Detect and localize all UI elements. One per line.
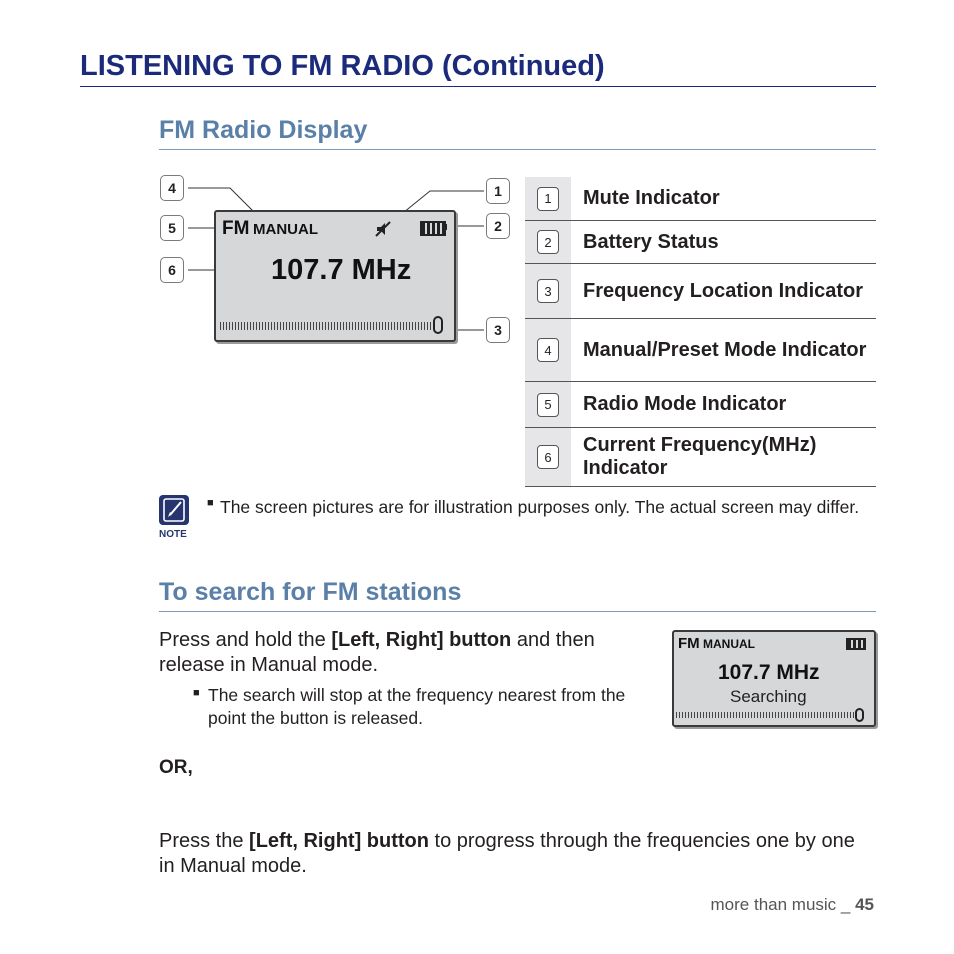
section-rule <box>159 149 876 150</box>
searching-status: Searching <box>730 687 807 706</box>
legend-label: Current Frequency(MHz) Indicator <box>583 434 817 479</box>
instruction-search: Press and hold the [Left, Right] button … <box>159 628 659 678</box>
legend-row: 6 Current Frequency(MHz) Indicator <box>525 428 876 487</box>
legend-label: Mute Indicator <box>583 187 720 209</box>
callout-2: 2 <box>486 213 510 239</box>
frequency-scale <box>220 322 432 330</box>
radio-mode-indicator: FM <box>678 635 700 652</box>
title-rule <box>80 86 876 87</box>
bullet-icon: ■ <box>193 687 200 699</box>
instruction-text: Press and hold the <box>159 629 332 651</box>
instruction-text: to progress through the frequencies one … <box>159 830 855 877</box>
current-frequency: 107.7 MHz <box>271 254 412 286</box>
legend-label: Battery Status <box>583 230 719 253</box>
legend-label: Radio Mode Indicator <box>583 393 787 415</box>
footer-text: more than music _ <box>710 895 856 914</box>
button-reference: [Left, Right] button <box>249 830 429 852</box>
legend-number: 1 <box>537 186 559 211</box>
section-heading-fm-radio-display: FM Radio Display <box>159 116 368 144</box>
frequency-scale <box>676 712 854 718</box>
manual-mode-indicator: MANUAL <box>703 637 755 651</box>
legend-label: Manual/Preset Mode Indicator <box>583 338 867 361</box>
legend-row: 4 Manual/Preset Mode Indicator <box>525 319 876 382</box>
instruction-step: Press the [Left, Right] button to progre… <box>159 829 874 879</box>
page-title: LISTENING TO FM RADIO (Continued) <box>80 50 605 82</box>
callout-3: 3 <box>486 317 510 343</box>
legend-table: 1 Mute Indicator 2 Battery Status 3 Freq… <box>525 177 876 487</box>
button-reference: [Left, Right] button <box>331 629 512 651</box>
battery-tip <box>864 640 866 645</box>
frequency-location-marker <box>433 316 443 334</box>
callout-6: 6 <box>160 257 184 283</box>
note-text: The screen pictures are for illustration… <box>220 497 860 517</box>
legend-row: 1 Mute Indicator <box>525 177 876 221</box>
legend-label: Frequency Location Indicator <box>583 279 864 302</box>
fm-radio-screen: FM MANUAL 107.7 MHz <box>214 210 456 342</box>
page-footer: more than music _ 45 <box>711 895 874 915</box>
instruction-text: Press the <box>159 830 250 852</box>
or-label: OR, <box>159 757 193 778</box>
legend-number: 3 <box>537 279 559 303</box>
note-icon <box>159 495 189 525</box>
manual-mode-indicator: MANUAL <box>253 221 318 238</box>
section-heading-search: To search for FM stations <box>159 578 462 606</box>
legend-row: 5 Radio Mode Indicator <box>525 382 876 428</box>
callout-4: 4 <box>160 175 184 201</box>
page-number: 45 <box>855 895 874 914</box>
legend-number: 6 <box>537 445 559 469</box>
callout-5: 5 <box>160 215 184 241</box>
callout-1: 1 <box>486 178 510 204</box>
instruction-text: and then release in Manual mode. <box>159 629 595 676</box>
legend-row: 3 Frequency Location Indicator <box>525 264 876 319</box>
legend-number: 4 <box>537 338 559 362</box>
battery-tip <box>444 224 447 230</box>
legend-number: 5 <box>537 392 559 417</box>
radio-mode-indicator: FM <box>222 218 250 239</box>
battery-icon <box>846 638 866 650</box>
searching-screen: FM MANUAL 107.7 MHz Searching <box>672 630 876 727</box>
search-note: The search will stop at the frequency ne… <box>208 685 626 728</box>
legend-number: 2 <box>537 230 559 254</box>
battery-icon <box>420 221 446 236</box>
note-bullet-icon: ■ <box>207 497 214 509</box>
current-frequency: 107.7 MHz <box>718 661 820 684</box>
note-label: NOTE <box>159 529 187 540</box>
mute-speaker-icon <box>375 221 391 237</box>
frequency-location-marker <box>855 708 864 722</box>
section-rule <box>159 611 876 612</box>
legend-row: 2 Battery Status <box>525 221 876 264</box>
